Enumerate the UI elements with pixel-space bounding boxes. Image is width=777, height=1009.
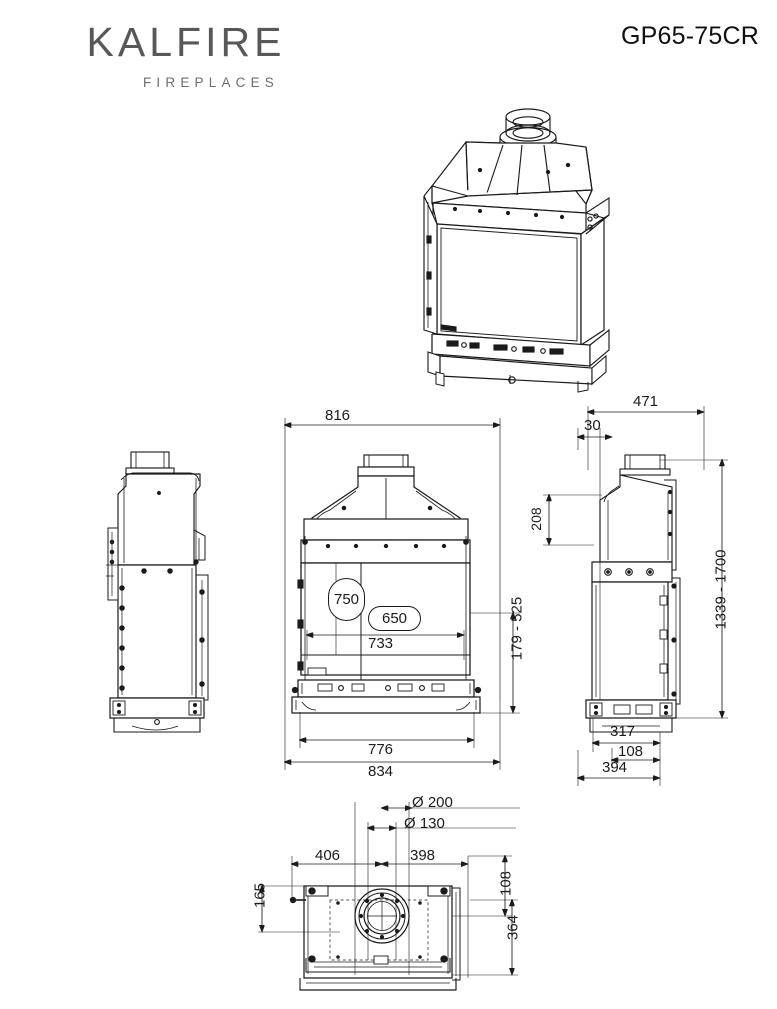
dim-plan-depth-front: 165 (251, 882, 269, 909)
brand-tagline: FIREPLACES (142, 75, 280, 90)
dim-side-depth-body: 317 (610, 723, 636, 740)
right-side-elevation (585, 454, 681, 733)
dim-front-inner-width: 733 (368, 635, 394, 652)
dim-side-depth-outer: 394 (602, 759, 628, 776)
model-code: GP65-75CR (621, 22, 759, 50)
dim-side-depth-step: 108 (618, 743, 644, 760)
isometric-product-view (423, 108, 610, 393)
left-side-elevation (106, 451, 209, 733)
dim-side-flue-height: 208 (528, 507, 544, 531)
dim-plan-offset-left: 406 (315, 847, 341, 864)
dim-front-glass-width: 650 (368, 606, 422, 631)
dim-plan-flue-outer-diameter: Ø 200 (412, 794, 453, 811)
brand-logo: KALFIRE FIREPLACES (56, 19, 316, 91)
bottom-plan-view (289, 885, 461, 991)
dim-plan-depth-overall: 364 (504, 914, 522, 941)
front-elevation (291, 454, 482, 714)
sheet-header: KALFIRE FIREPLACES GP65-75CR (0, 0, 777, 105)
dim-plan-offset-right: 398 (410, 847, 436, 864)
dim-side-height-range: 1339 - 1700 (712, 549, 730, 630)
dim-front-glass-height: 750 (328, 578, 366, 621)
dim-side-offset-front: 30 (584, 417, 601, 434)
dim-front-height-range: 179 - 525 (508, 596, 526, 661)
dim-front-glass-height-value: 750 (334, 591, 360, 608)
brand-name: KALFIRE (86, 19, 286, 65)
dim-side-depth-total: 471 (633, 393, 659, 410)
dimension-lines (258, 406, 728, 978)
dim-front-overall-width-top: 816 (325, 407, 351, 424)
dim-front-base-width-outer: 834 (368, 763, 394, 780)
dim-front-base-width-inner: 776 (368, 741, 394, 758)
dim-plan-flue-inner-diameter: Ø 130 (404, 815, 445, 832)
